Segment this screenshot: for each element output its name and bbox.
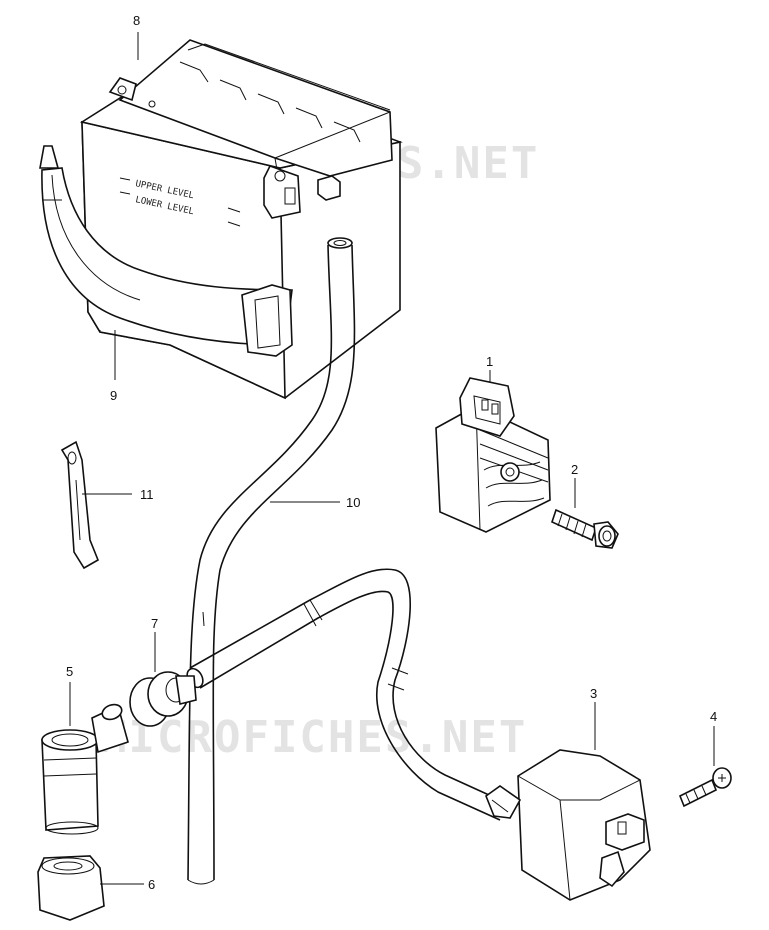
callout-6: 6 bbox=[148, 877, 155, 892]
battery: UPPER LEVEL LOWER LEVEL bbox=[79, 39, 403, 400]
callout-9: 9 bbox=[110, 388, 117, 403]
bolt-regulator bbox=[551, 508, 619, 549]
callout-8: 8 bbox=[133, 13, 140, 28]
callout-3: 3 bbox=[590, 686, 597, 701]
battery-band bbox=[39, 145, 293, 357]
callout-1: 1 bbox=[486, 354, 493, 369]
ignition-coil bbox=[186, 568, 651, 901]
callout-2: 2 bbox=[571, 462, 578, 477]
screw-coil bbox=[678, 767, 732, 808]
plug-boot-cover bbox=[37, 855, 105, 921]
callout-7: 7 bbox=[151, 616, 158, 631]
tube-clamp bbox=[60, 440, 100, 570]
spark-plug-cap bbox=[41, 703, 129, 835]
callout-11: 11 bbox=[140, 487, 154, 502]
regulator-rectifier bbox=[435, 377, 551, 533]
callout-10: 10 bbox=[346, 495, 360, 510]
leader-lines bbox=[69, 32, 715, 885]
grommet bbox=[129, 671, 197, 727]
callout-5: 5 bbox=[66, 664, 73, 679]
watermark-bottom: MICROFICHES.NET bbox=[100, 712, 527, 763]
callout-4: 4 bbox=[710, 709, 717, 724]
